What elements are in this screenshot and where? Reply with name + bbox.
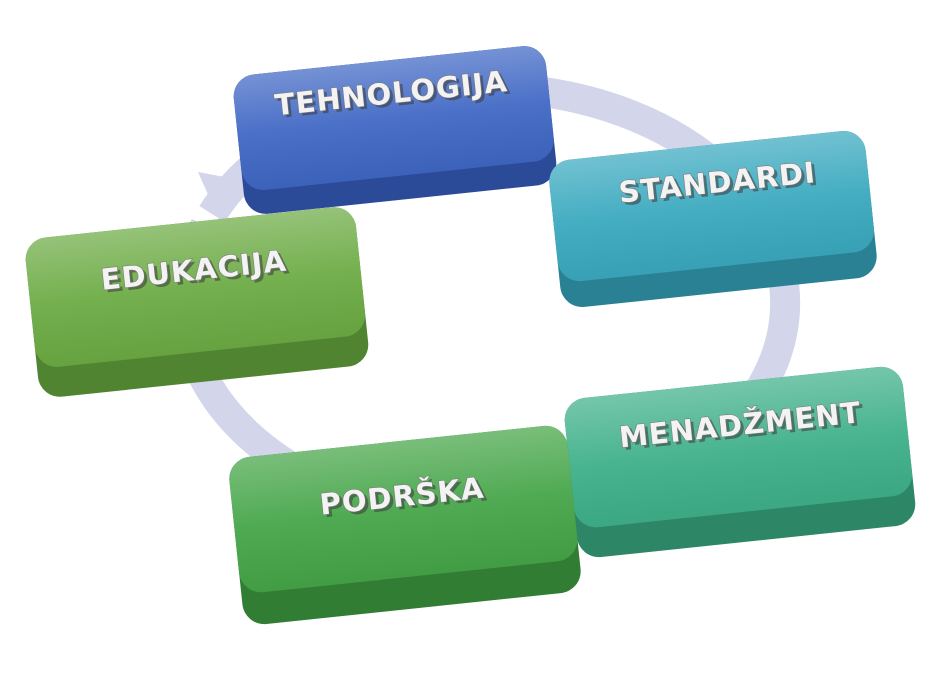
- step-standardi: STANDARDI STANDARDI: [549, 130, 877, 308]
- cycle-arrowhead-icon: [198, 172, 252, 226]
- step-edukacija: EDUKACIJA EDUKACIJA: [25, 207, 369, 397]
- step-podrska: PODRŠKA PODRŠKA: [229, 425, 581, 625]
- step-tehnologija: TEHNOLOGIJA TEHNOLOGIJA: [233, 46, 557, 214]
- step-menadzment: MENADŽMENT MENADŽMENT: [564, 366, 916, 558]
